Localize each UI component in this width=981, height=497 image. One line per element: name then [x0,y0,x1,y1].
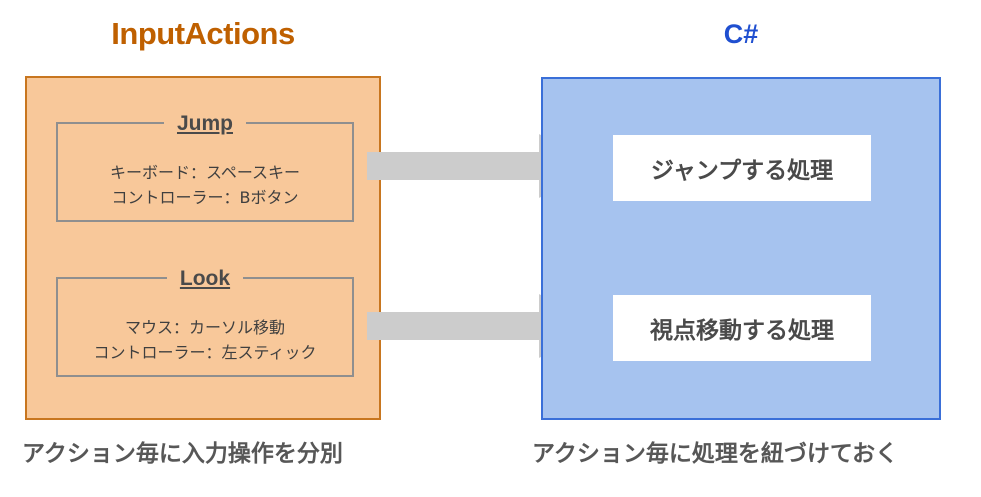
binding-line: コントローラー：Bボタン [111,188,299,207]
action-group-jump-legend: Jump [163,112,246,136]
action-group-jump: Jump キーボード：スペースキー コントローラー：Bボタン [56,112,354,222]
action-group-jump-bindings: キーボード：スペースキー コントローラー：Bボタン [58,150,352,220]
action-group-look-bindings: マウス：カーソル移動 コントローラー：左スティック [58,305,352,375]
action-group-look-legend: Look [166,267,244,291]
inputactions-panel: Jump キーボード：スペースキー コントローラー：Bボタン Look マウス：… [25,76,381,420]
action-group-look: Look マウス：カーソル移動 コントローラー：左スティック [56,267,354,377]
action-group-jump-legend-row: Jump [58,111,352,137]
handler-box-jump: ジャンプする処理 [613,135,871,201]
look-mapping-arrow [367,294,598,358]
handler-box-look: 視点移動する処理 [613,295,871,361]
csharp-title: C# [723,19,759,49]
action-group-look-legend-row: Look [58,266,352,292]
jump-mapping-arrow [367,134,598,198]
csharp-panel: ジャンプする処理 視点移動する処理 [541,77,941,420]
inputactions-caption: アクション毎に入力操作を分別 [22,441,343,467]
csharp-caption: アクション毎に処理を紐づけておく [532,441,899,467]
handler-label: 視点移動する処理 [650,318,834,344]
binding-line: キーボード：スペースキー [109,163,301,182]
handler-label: ジャンプする処理 [650,158,834,184]
binding-line: マウス：カーソル移動 [124,318,285,337]
inputactions-title: InputActions [111,16,295,51]
binding-line: コントローラー：左スティック [93,343,317,362]
